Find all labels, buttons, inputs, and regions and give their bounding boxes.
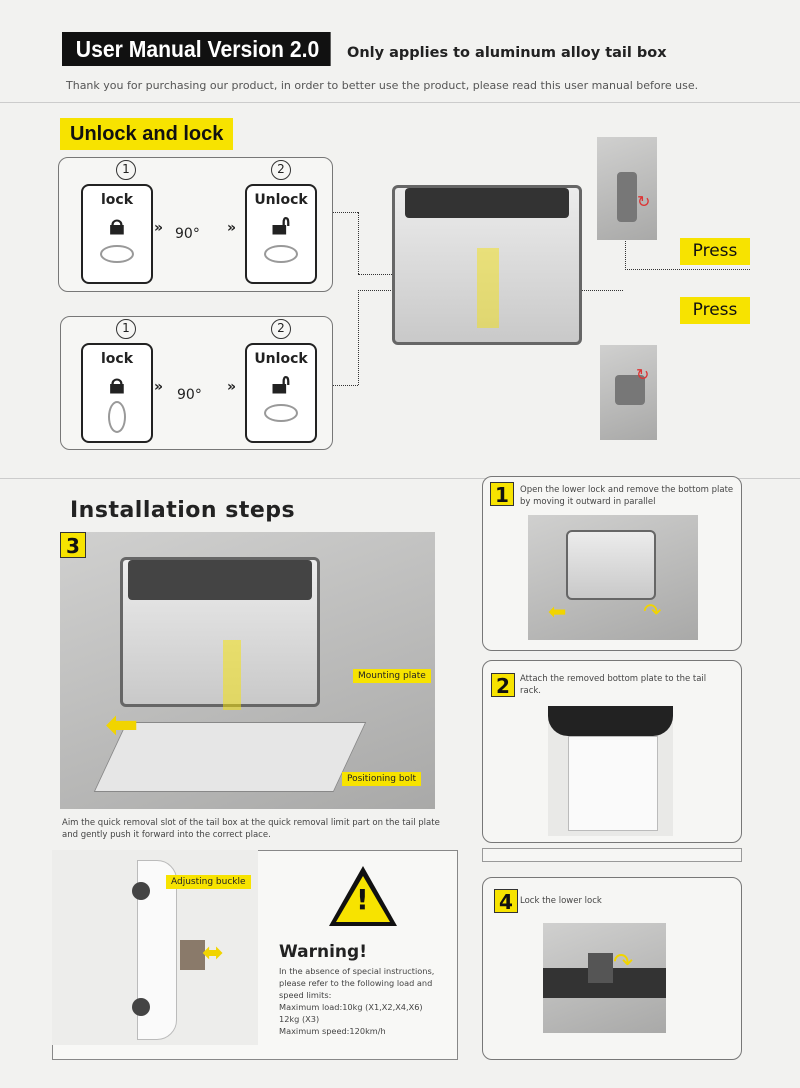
intro-text: Thank you for purchasing our product, in… — [66, 79, 699, 92]
keyhole-icon — [100, 245, 134, 263]
connector — [333, 212, 358, 213]
unlock-card: Unlock🔓︎ — [245, 343, 317, 443]
step-4-image: ↷ — [543, 923, 666, 1033]
manual-subtitle: Only applies to aluminum alloy tail box — [347, 45, 667, 61]
keyhole-icon — [264, 245, 298, 263]
step-circle: 1 — [116, 319, 136, 339]
press-label-upper: Press — [680, 238, 750, 265]
step-3-caption: Aim the quick removal slot of the tail b… — [62, 818, 440, 840]
lock-label: lock — [100, 192, 134, 208]
padlock-closed-icon: 🔒︎ — [109, 208, 125, 241]
step-text: Attach the removed bottom plate to the t… — [520, 674, 707, 696]
rotate-arrow-icon: ↻ — [636, 365, 650, 384]
connector — [358, 212, 359, 274]
rotation-angle: 90° — [177, 387, 202, 403]
arrow-icon: » — [154, 220, 164, 236]
warning-line: In the absence of special instructions, … — [279, 966, 435, 1000]
step-3-image: 3 ⬅ Mounting plate Positioning bolt — [60, 532, 435, 809]
manual-title: User Manual Version 2.0 — [62, 32, 331, 66]
upper-lock-closeup: ↻ — [597, 137, 657, 240]
step-4-card: 4 Lock the lower lock ↷ — [482, 877, 742, 1060]
step-1-image: ⬅↷ — [528, 515, 698, 640]
unlock-label: Unlock — [254, 351, 308, 367]
warning-text: In the absence of special instructions, … — [279, 965, 454, 1037]
adjusting-buckle-image: ⬌ Adjusting buckle — [52, 850, 258, 1045]
unlock-label: Unlock — [254, 192, 308, 208]
arrow-icon: » — [154, 379, 164, 395]
step-2-image — [548, 706, 673, 836]
step-circle: 2 — [271, 319, 291, 339]
divider — [0, 102, 800, 103]
arrow-icon: » — [227, 379, 237, 395]
step-number: 1 — [490, 482, 514, 507]
connector — [358, 290, 359, 385]
step-1-card: 1 Open the lower lock and remove the bot… — [482, 476, 742, 651]
step-number: 2 — [491, 673, 515, 698]
padlock-open-icon: 🔓︎ — [271, 208, 291, 241]
tail-box-image — [392, 185, 582, 345]
lock-card: lock🔒︎ — [81, 184, 153, 284]
lock-label: lock — [100, 351, 134, 367]
unlock-card: Unlock🔓︎ — [245, 184, 317, 284]
step-text: Lock the lower lock — [520, 896, 602, 906]
lock-panel-2: 1 2 lock🔒︎ » 90° » Unlock🔓︎ — [60, 316, 333, 450]
step-circle: 2 — [271, 160, 291, 180]
rotate-arrow-icon: ↻ — [637, 192, 651, 211]
step-text: Open the lower lock and remove the botto… — [520, 485, 734, 507]
step-number: 3 — [60, 532, 86, 558]
step-2-card: 2 Attach the removed bottom plate to the… — [482, 660, 742, 843]
warning-line: Maximum speed:120km/h — [279, 1026, 386, 1036]
blank-bar — [482, 848, 742, 862]
adjusting-buckle-tag: Adjusting buckle — [166, 875, 251, 889]
connector — [625, 225, 750, 270]
installation-title: Installation steps — [70, 498, 296, 523]
arrow-left-icon: ⬅ — [105, 702, 139, 748]
arrow-icon: » — [227, 220, 237, 236]
keyhole-icon — [108, 401, 126, 433]
padlock-open-icon: 🔓︎ — [271, 367, 291, 400]
mounting-plate-tag: Mounting plate — [353, 669, 431, 683]
step-number: 4 — [494, 889, 518, 914]
warning-title: Warning! — [279, 942, 367, 962]
warning-line: 12kg (X3) — [279, 1014, 320, 1024]
lock-panel-1: 1 2 lock🔒︎ » 90° » Unlock🔓︎ — [58, 157, 333, 292]
unlock-section-title: Unlock and lock — [60, 118, 234, 150]
positioning-bolt-tag: Positioning bolt — [342, 772, 422, 786]
rotation-angle: 90° — [175, 226, 200, 242]
press-label-lower: Press — [680, 297, 750, 324]
double-arrow-icon: ⬌ — [202, 938, 224, 968]
connector — [333, 385, 358, 386]
lower-lock-closeup: ↻ — [600, 345, 657, 440]
keyhole-icon — [264, 404, 298, 422]
warning-line: Maximum load:10kg (X1,X2,X4,X6) — [279, 1002, 423, 1012]
padlock-closed-icon: 🔒︎ — [109, 367, 125, 400]
divider — [0, 478, 800, 479]
step-circle: 1 — [116, 160, 136, 180]
lock-card: lock🔒︎ — [81, 343, 153, 443]
